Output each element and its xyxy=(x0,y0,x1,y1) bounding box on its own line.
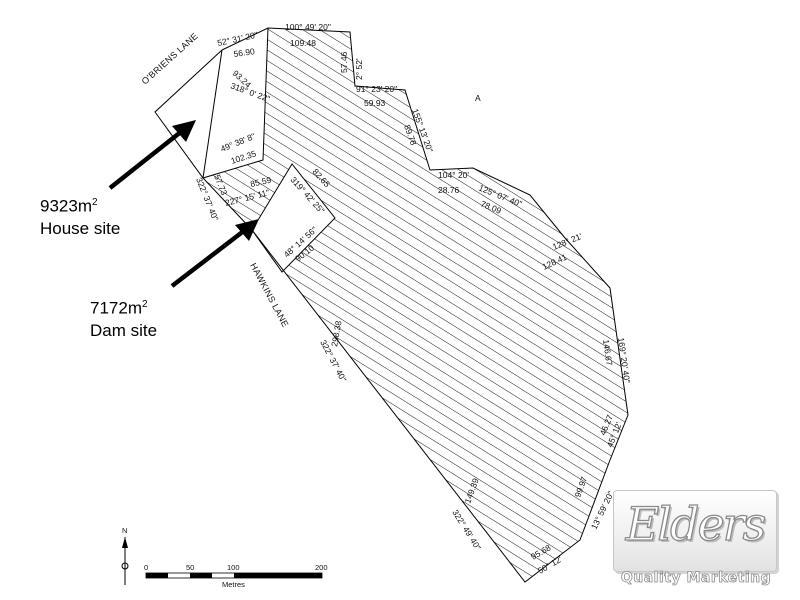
bearing-label: 104° 20' xyxy=(438,170,469,180)
dam-site-label: 7172m2 Dam site xyxy=(90,294,157,342)
elders-logo: Elders Quality Marketing xyxy=(613,490,779,594)
house-site-area xyxy=(203,28,268,178)
logo-wordmark: Elders xyxy=(625,496,767,551)
bearing-label: 2° 52' xyxy=(354,58,364,80)
distance-label: 59.93 xyxy=(364,98,386,108)
bearing-label: 100° 49' 20" xyxy=(285,22,331,32)
dam-site-area-text: 7172m2 xyxy=(90,298,148,318)
bearing-label: 91° 23' 20" xyxy=(356,84,397,94)
arrow-icon xyxy=(108,120,196,190)
lot-parcel xyxy=(203,28,628,582)
dam-site-boundary xyxy=(251,163,336,273)
parcel-letter: A xyxy=(475,93,481,103)
house-site-name: House site xyxy=(40,218,121,238)
north-arrow-icon: N xyxy=(121,526,129,585)
dam-site-area xyxy=(252,164,335,272)
distance-label: 56.90 xyxy=(233,46,256,59)
distance-label: 28.76 xyxy=(438,185,460,195)
scale-tick-200: 200 xyxy=(315,563,328,572)
lot-boundary xyxy=(202,27,629,583)
logo-box: Elders xyxy=(613,490,777,572)
scale-tick-100: 100 xyxy=(227,563,240,572)
north-label: N xyxy=(122,526,127,535)
logo-tagline: Quality Marketing xyxy=(620,570,772,587)
scale-tick-50: 50 xyxy=(186,563,194,572)
distance-label: 57.46 xyxy=(339,51,349,73)
distance-label: 298.38 xyxy=(329,320,343,348)
dam-site-name: Dam site xyxy=(90,320,158,340)
house-site-boundary xyxy=(154,27,269,179)
distance-label: 85.59 xyxy=(249,175,272,189)
distance-label: 109.48 xyxy=(290,38,316,48)
arrow-icon xyxy=(170,219,259,288)
scale-tick-0: 0 xyxy=(144,563,148,572)
scale-unit: Metres xyxy=(222,580,245,589)
house-site-area-text: 9323m2 xyxy=(40,196,98,216)
distance-label: 146.67 xyxy=(601,339,615,366)
house-site-label: 9323m2 House site xyxy=(40,192,120,240)
scale-bar: 0 50 100 200 Metres xyxy=(144,563,328,589)
